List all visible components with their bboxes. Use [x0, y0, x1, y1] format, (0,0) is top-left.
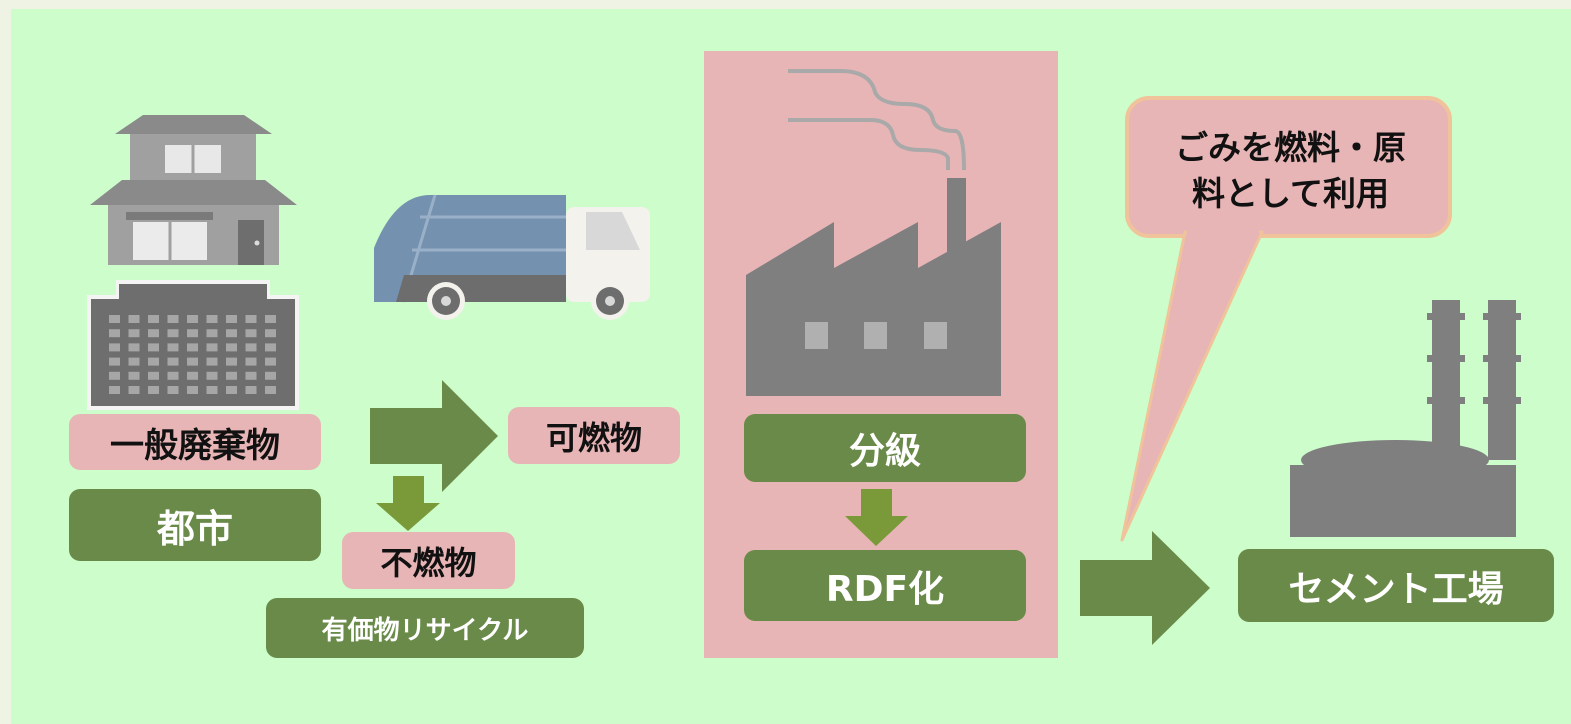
bubble-line-1: ごみを燃料・原	[1175, 128, 1406, 167]
speech-bubble	[1120, 96, 1452, 542]
bubble-line-2: 料として利用	[1191, 174, 1389, 213]
cement-factory-label: セメント工場	[1238, 549, 1554, 622]
factory-icon	[746, 69, 1001, 396]
combustible-label: 可燃物	[508, 407, 680, 464]
city-label: 都市	[69, 489, 321, 561]
arrow-to-combustible	[370, 380, 498, 492]
general-waste-label: 一般廃棄物	[69, 414, 321, 470]
diagram-canvas: 一般廃棄物 都市 可燃物 不燃物 有価物リサイクル 分級 RDF化 セメント工場…	[11, 9, 1571, 724]
recycling-label: 有価物リサイクル	[266, 598, 584, 658]
arrow-to-cement-factory	[1080, 531, 1210, 645]
illustration-layer	[87, 51, 1521, 658]
house-icon	[90, 115, 297, 265]
bubble-text: ごみを燃料・原 料として利用	[1129, 125, 1452, 217]
cement-plant-icon	[1290, 300, 1521, 537]
noncombustible-label: 不燃物	[342, 532, 515, 589]
apartment-building-icon	[87, 280, 299, 410]
arrow-down-classification	[845, 489, 908, 546]
garbage-truck-icon	[374, 194, 650, 320]
arrow-down-noncombustible	[376, 476, 440, 531]
rdf-label: RDF化	[744, 550, 1026, 621]
classification-label: 分級	[744, 414, 1026, 482]
